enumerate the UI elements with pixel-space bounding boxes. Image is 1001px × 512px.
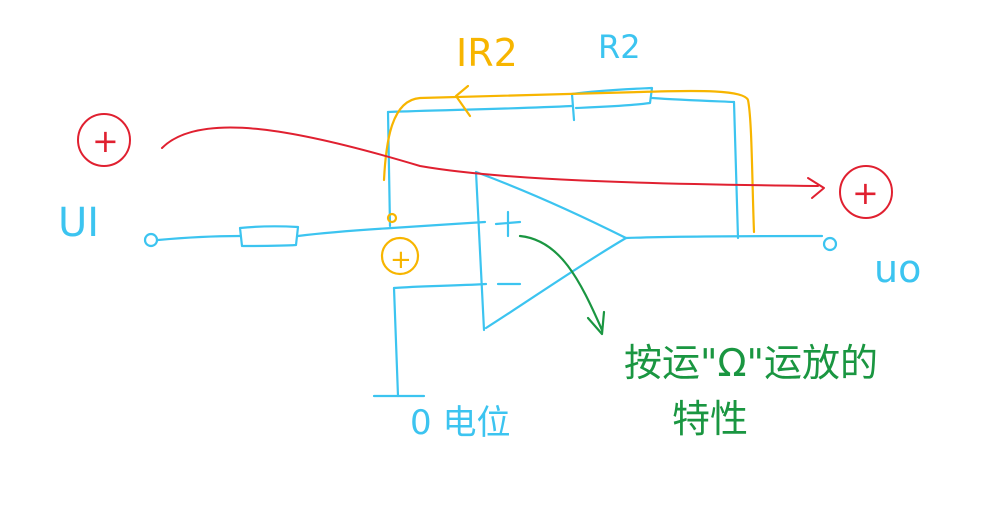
- input-wire: [156, 234, 242, 242]
- circuit-wiring: [143, 86, 838, 398]
- inverting-wire: [392, 282, 488, 290]
- resistor-r2-label: R2: [598, 28, 641, 66]
- resistor-r2: [570, 86, 654, 122]
- note-pointer: [518, 234, 606, 336]
- node-polarity-circle: [380, 236, 420, 276]
- current-arrow-path: [382, 89, 756, 234]
- ground-wire: [392, 286, 400, 398]
- note-text-line1: 按运"Ω"运放的: [624, 341, 878, 385]
- r1-node-wire: [296, 226, 394, 238]
- note-arrowhead: [586, 310, 606, 336]
- output-voltage-label: uo: [874, 247, 921, 291]
- node-polarity-sign: +: [390, 245, 412, 275]
- signal-arrow-line: [161, 126, 819, 187]
- signal-flow: [77, 113, 893, 219]
- note-arrow-line: [518, 234, 604, 332]
- noninv-wire: [390, 220, 487, 230]
- resistor-r1: [238, 225, 300, 248]
- feedback-top-right: [650, 96, 736, 104]
- input-voltage-label: UI: [58, 200, 99, 246]
- output-polarity-sign: +: [852, 174, 879, 212]
- ground-potential-label: 0 电位: [410, 403, 510, 443]
- output-polarity-circle: [839, 165, 893, 219]
- input-polarity-circle: [77, 113, 131, 167]
- feedback-right: [732, 100, 740, 240]
- output-terminal: [822, 236, 838, 252]
- current-ir2-label: IR2: [456, 31, 518, 75]
- opamp-triangle: [474, 170, 628, 332]
- node-dot: [386, 212, 398, 224]
- output-wire: [624, 234, 824, 240]
- feedback-top-left: [386, 104, 574, 114]
- signal-arrowhead: [807, 177, 825, 199]
- opamp-plus-sign: [494, 210, 522, 238]
- input-polarity-sign: +: [92, 122, 119, 160]
- feedback-left: [386, 110, 392, 228]
- current-path: [380, 84, 756, 276]
- note-text-line2: 特性: [672, 397, 748, 441]
- current-arrowhead: [454, 84, 472, 118]
- input-terminal: [143, 232, 159, 248]
